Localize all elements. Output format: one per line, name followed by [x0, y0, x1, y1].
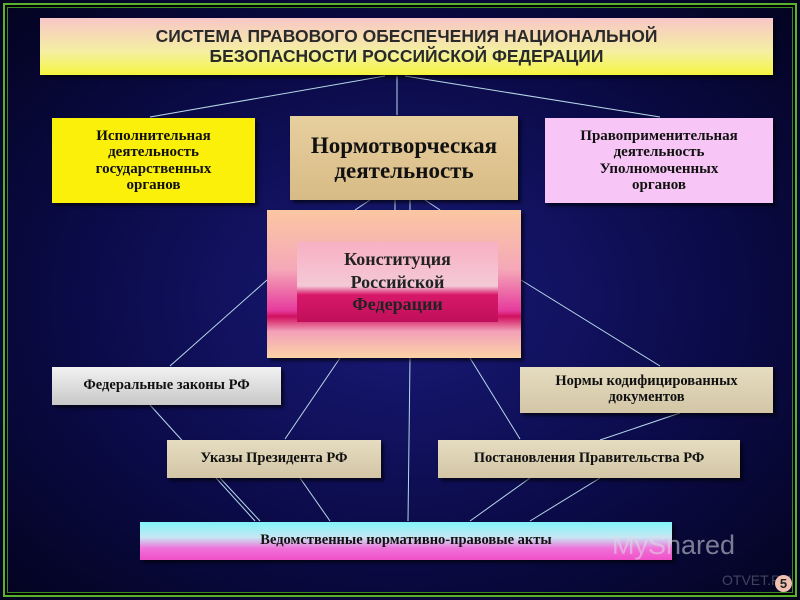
box-text: деятельность	[334, 158, 474, 183]
connector	[169, 279, 268, 367]
box-text: Исполнительная	[96, 127, 211, 144]
connector	[424, 199, 441, 211]
box-text: Федерации	[352, 294, 443, 315]
connector	[520, 279, 661, 367]
box-text: органов	[126, 177, 181, 193]
box-text: деятельность	[613, 144, 705, 160]
page-number: 5	[775, 575, 792, 592]
box-text: Ведомственные нормативно-правовые акты	[260, 532, 552, 549]
government-resolutions-box: Постановления Правительства РФ	[438, 440, 740, 478]
departmental-acts-box: Ведомственные нормативно-правовые акты	[140, 522, 672, 560]
constitution-label: Конституция Российской Федерации	[297, 242, 498, 322]
box-text: Постановления Правительства РФ	[473, 450, 705, 467]
watermark-secondary: OTVET.RU	[722, 572, 792, 588]
box-text: Указы Президента РФ	[200, 450, 348, 467]
constitution-box: Конституция Российской Федерации	[267, 210, 521, 358]
normative-activity-box: Нормотворческая деятельность	[290, 116, 518, 200]
box-text: Российской	[350, 271, 445, 292]
connector	[407, 357, 411, 522]
federal-laws-box: Федеральные законы РФ	[52, 367, 281, 405]
box-text: органов	[631, 177, 687, 193]
box-text: Уполномоченных	[599, 160, 719, 177]
box-text: документов	[608, 389, 685, 405]
connector	[469, 357, 521, 440]
codified-norms-box: Нормы кодифицированных документов	[520, 367, 773, 413]
box-text: Нормотворческая	[310, 132, 498, 158]
title-line: СИСТЕМА ПРАВОВОГО ОБЕСПЕЧЕНИЯ НАЦИОНАЛЬН…	[155, 26, 658, 47]
executive-activity-box: Исполнительная деятельность государствен…	[52, 118, 255, 203]
box-text: деятельность	[108, 144, 199, 160]
connector	[599, 412, 681, 441]
connector	[149, 75, 386, 118]
connector	[529, 477, 601, 522]
box-text: государственных	[95, 160, 212, 177]
box-text: Нормы кодифицированных	[555, 373, 738, 390]
title-line: БЕЗОПАСНОСТИ РОССИЙСКОЙ ФЕДЕРАЦИИ	[209, 45, 604, 66]
box-text: Конституция	[344, 249, 451, 270]
connector	[219, 477, 261, 522]
watermark-logo: MyShared	[612, 530, 736, 560]
box-text: Правоприменительная	[580, 127, 738, 144]
presidential-decrees-box: Указы Президента РФ	[167, 440, 381, 478]
connector	[404, 75, 661, 118]
box-text: Федеральные законы РФ	[83, 377, 250, 394]
connector	[354, 199, 371, 211]
diagram-title: СИСТЕМА ПРАВОВОГО ОБЕСПЕЧЕНИЯ НАЦИОНАЛЬН…	[40, 18, 773, 75]
enforcement-activity-box: Правоприменительная деятельность Уполном…	[545, 118, 773, 203]
slide-frame	[3, 3, 797, 597]
connector	[299, 477, 331, 522]
connector	[284, 357, 341, 440]
connector	[469, 477, 531, 522]
